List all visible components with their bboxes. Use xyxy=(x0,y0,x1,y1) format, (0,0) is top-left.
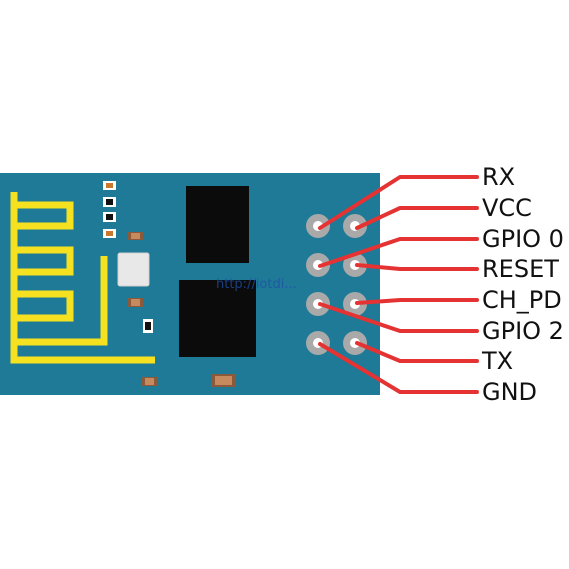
pin-label-rx: RX xyxy=(482,163,515,191)
wire-gnd xyxy=(318,342,479,394)
pin-label-ch-pd: CH_PD xyxy=(482,286,562,314)
wire-tx xyxy=(355,341,479,363)
smd-resistor-2-body xyxy=(131,299,140,306)
smd-component-1-body xyxy=(106,199,113,205)
smd-component-3-pad xyxy=(106,231,113,236)
smd-component-2-body xyxy=(106,214,113,220)
wire-vcc xyxy=(355,206,479,230)
pin-labels: RX VCC GPIO 0 RESET CH_PD GPIO 2 TX GND xyxy=(481,163,564,406)
antenna-trace xyxy=(10,192,155,364)
wire-gpio0 xyxy=(318,237,479,268)
pin-label-reset: RESET xyxy=(482,255,559,283)
pin-label-vcc: VCC xyxy=(482,194,532,222)
smd-resistor-1-body xyxy=(131,233,140,239)
leader-wires xyxy=(318,175,479,394)
flash-memory-chip xyxy=(186,186,249,263)
smd-led-top-pad xyxy=(106,183,113,188)
wire-rx xyxy=(318,175,479,230)
wire-reset xyxy=(355,263,479,271)
pin-label-gpio0: GPIO 0 xyxy=(482,225,564,253)
pin-label-gnd: GND xyxy=(482,378,537,406)
watermark-text: http://iotdi... xyxy=(216,277,297,292)
smd-resistor-3-body xyxy=(145,378,154,385)
esp8266-chip xyxy=(179,280,256,357)
pin-header xyxy=(306,214,367,355)
wire-gpio2 xyxy=(318,302,479,333)
crystal-oscillator xyxy=(117,252,150,287)
pin-label-tx: TX xyxy=(481,347,513,375)
wire-ch-pd xyxy=(355,298,479,305)
smd-capacitor-1-body xyxy=(145,322,151,330)
smd-capacitor-2-body xyxy=(215,376,232,385)
pin-label-gpio2: GPIO 2 xyxy=(482,317,564,345)
